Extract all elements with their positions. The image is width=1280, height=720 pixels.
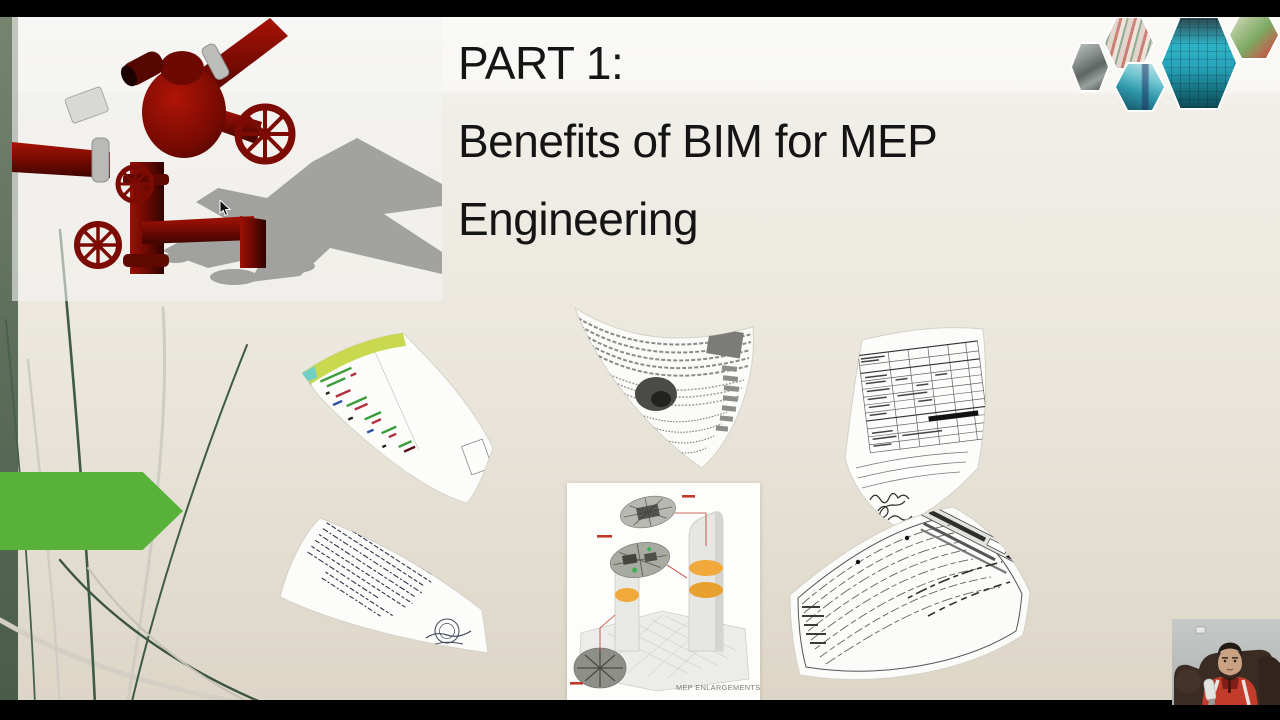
title-line-1: PART 1: xyxy=(458,37,624,89)
slide-title: PART 1: Benefits of BIM for MEP Engineer… xyxy=(458,24,1158,258)
microphone xyxy=(1203,678,1217,705)
title-line-2: Benefits of BIM for MEP xyxy=(458,115,938,167)
document-table-form xyxy=(844,327,987,529)
hexagon-image-roof-model xyxy=(1228,10,1280,60)
document-department-form xyxy=(789,506,1031,680)
hexagon-image-bim-mep-model xyxy=(1160,16,1238,110)
title-line-3: Engineering xyxy=(458,193,699,245)
valve-3d-render xyxy=(12,16,442,301)
mouse-cursor xyxy=(219,200,232,217)
document-schedule-gantt xyxy=(301,332,494,504)
light-switch xyxy=(1195,626,1206,634)
mep-page-caption: MEP ENLARGEMENTS xyxy=(676,683,760,692)
valve-shadow xyxy=(162,138,442,285)
document-engineering-drawing xyxy=(574,306,755,469)
accent-arrow-shape xyxy=(0,472,183,550)
document-letter-stamped xyxy=(279,517,489,654)
letterbox-bar-bottom xyxy=(0,700,1280,720)
document-mep-enlargements: MEP ENLARGEMENTS xyxy=(567,483,760,702)
letterbox-bar-top xyxy=(0,0,1280,17)
webcam-overlay xyxy=(1172,619,1280,705)
